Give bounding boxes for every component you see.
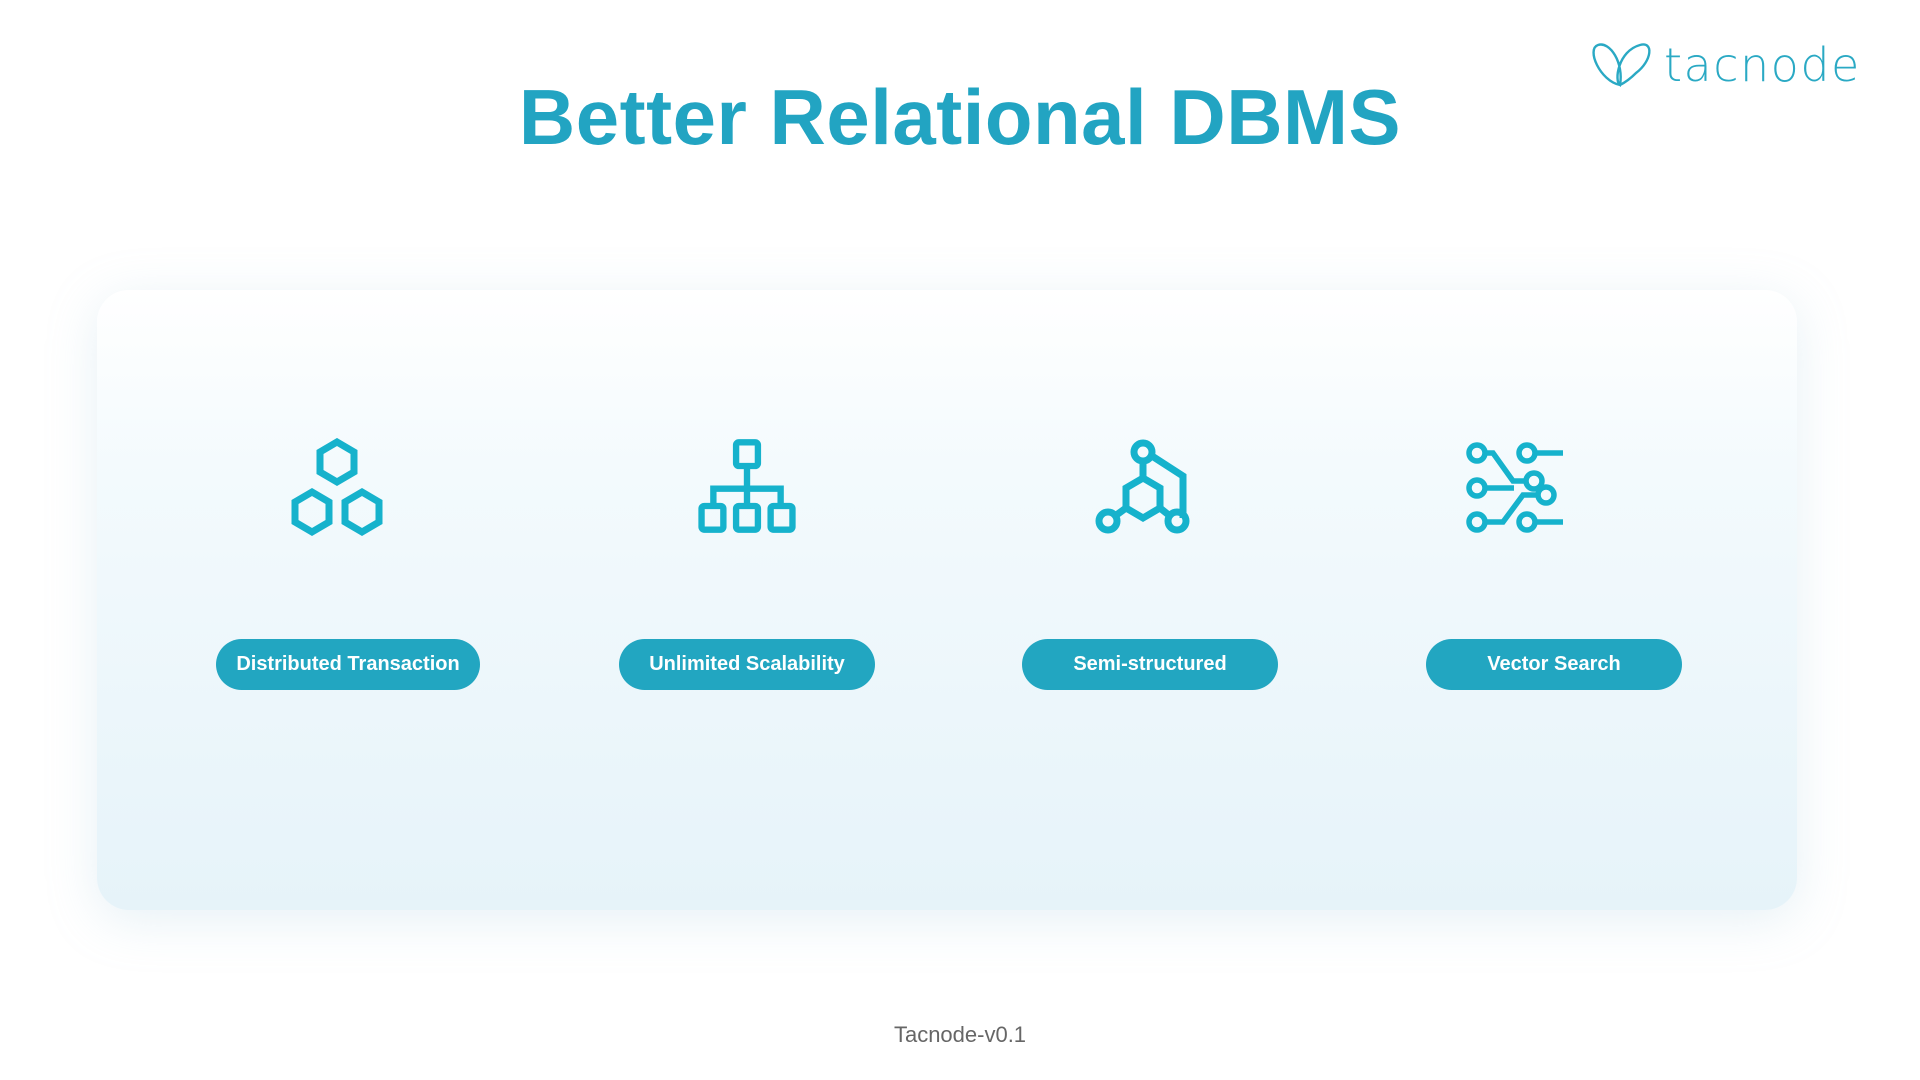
feature-semi-structured[interactable]: Semi-structured [1022, 639, 1278, 690]
feature-vector-search[interactable]: Vector Search [1426, 639, 1682, 690]
brand-logo: tacnode [1590, 38, 1861, 92]
hexagons-icon [291, 438, 383, 537]
circuit-icon [1466, 442, 1563, 533]
logo-text: tacnode [1664, 38, 1861, 92]
butterfly-logo-icon [1592, 43, 1651, 88]
hierarchy-icon [698, 439, 796, 533]
features-panel [97, 290, 1797, 910]
feature-distributed-transaction[interactable]: Distributed Transaction [216, 639, 480, 690]
feature-unlimited-scalability[interactable]: Unlimited Scalability [619, 639, 875, 690]
page-title: Better Relational DBMS [518, 73, 1402, 161]
molecule-icon [1095, 439, 1190, 534]
version-footer: Tacnode-v0.1 [893, 1022, 1027, 1047]
